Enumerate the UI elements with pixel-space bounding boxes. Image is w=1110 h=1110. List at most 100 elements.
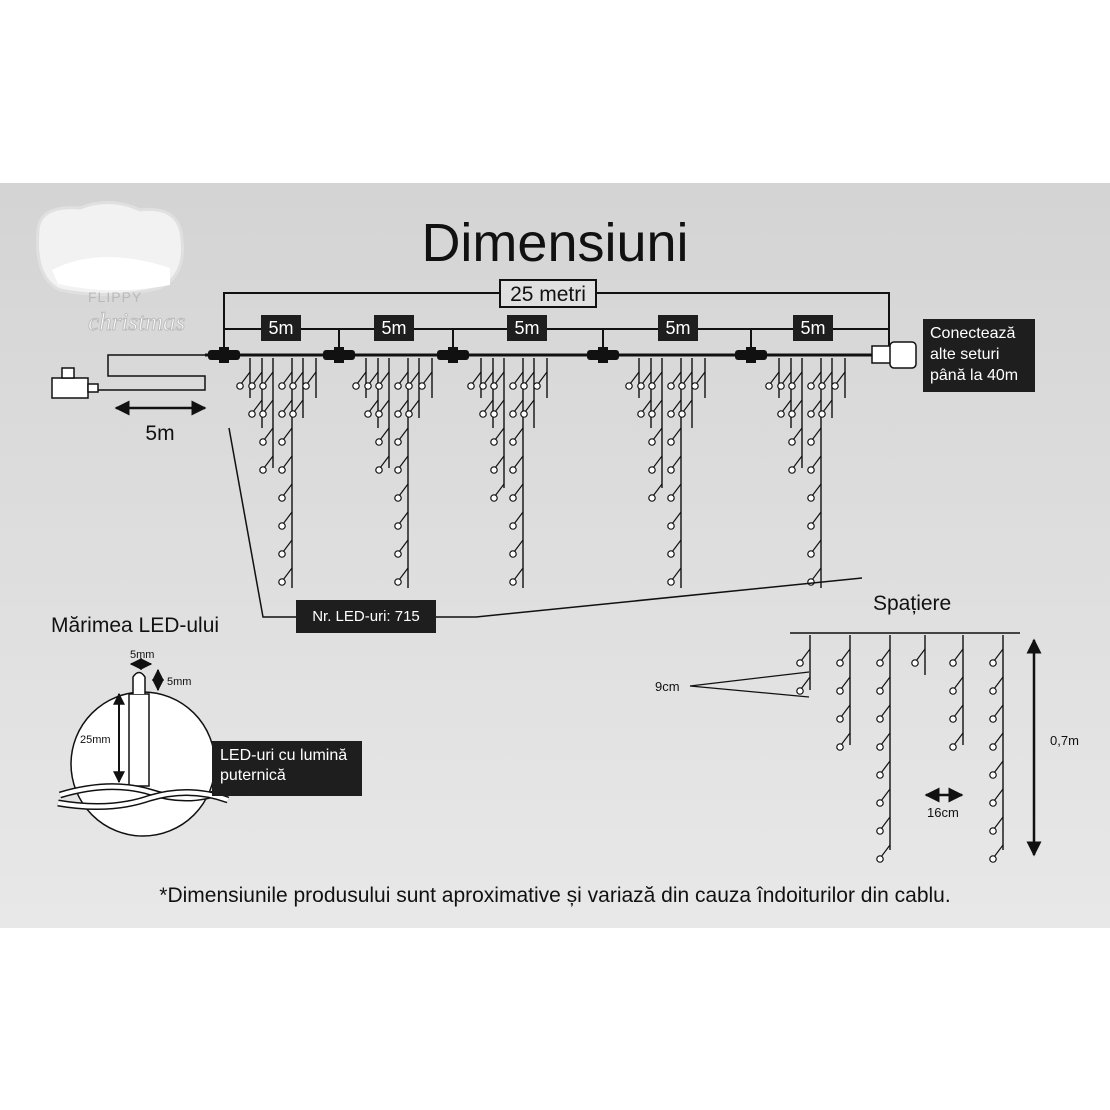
led-stem	[769, 371, 780, 385]
led-stem	[993, 732, 1004, 746]
segment-label: 5m	[381, 318, 406, 338]
connector-icon	[448, 347, 458, 363]
led-bulb-icon	[637, 382, 645, 390]
led-bulb-icon	[788, 382, 796, 390]
led-bulb-icon	[777, 382, 785, 390]
segment-label: 5m	[514, 318, 539, 338]
led-stem	[880, 648, 891, 662]
led-stem	[252, 399, 263, 413]
segment-label: 5m	[665, 318, 690, 338]
connector-icon	[334, 347, 344, 363]
led-stem	[409, 371, 420, 385]
led-bulb-icon	[259, 438, 267, 446]
led-stem	[513, 511, 524, 525]
led-stem	[953, 732, 964, 746]
led-bulb-icon	[394, 522, 402, 530]
led-stem	[880, 788, 891, 802]
power-adapter-icon	[51, 377, 89, 399]
led-bulb-icon	[509, 438, 517, 446]
led-bulb-icon	[989, 827, 997, 835]
led-stem	[792, 399, 803, 413]
led-stem	[671, 427, 682, 441]
led-stem	[880, 704, 891, 718]
led-stem	[494, 399, 505, 413]
led-bulb-icon	[302, 382, 310, 390]
led-stem	[652, 399, 663, 413]
led-bulb-icon	[949, 659, 957, 667]
led-bulb-icon	[352, 382, 360, 390]
led-stem	[993, 844, 1004, 858]
led-stem	[840, 676, 851, 690]
segment-label: 5m	[800, 318, 825, 338]
led-bulb-icon	[259, 382, 267, 390]
total-length-bracket: 25 metri	[223, 279, 890, 358]
led-bulb-icon	[364, 382, 372, 390]
footnote: *Dimensiunile produsului sunt aproximati…	[159, 884, 951, 907]
brand-line2: christmas	[88, 309, 185, 336]
led-stem	[695, 371, 706, 385]
led-stem	[513, 427, 524, 441]
connector-icon	[219, 347, 229, 363]
led-bulb-icon	[394, 410, 402, 418]
led-bulb-icon	[259, 466, 267, 474]
led-bulb-icon	[876, 743, 884, 751]
led-stem	[993, 760, 1004, 774]
led-bulb-icon	[807, 438, 815, 446]
led-bulb-icon	[278, 550, 286, 558]
led-stem	[282, 455, 293, 469]
led-stem	[993, 704, 1004, 718]
led-bulb-icon	[648, 410, 656, 418]
led-stem	[953, 648, 964, 662]
led-width-label: 5mm	[130, 649, 154, 661]
bright-led-box: LED-uri cu lumină puternică	[212, 741, 362, 796]
led-bulb-icon	[949, 743, 957, 751]
led-bulb-icon	[989, 687, 997, 695]
led-count-box: Nr. LED-uri: 715	[296, 600, 436, 633]
led-bulb-icon	[989, 715, 997, 723]
led-stem	[483, 399, 494, 413]
connect-line-3: până la 40m	[930, 367, 1019, 384]
led-stem	[840, 732, 851, 746]
led-bulb-icon	[876, 855, 884, 863]
led-bulb-icon	[876, 827, 884, 835]
led-stem	[781, 399, 792, 413]
led-cap-label: 5mm	[167, 676, 191, 688]
led-stem	[840, 704, 851, 718]
spacing-horizontal-label: 16cm	[927, 805, 959, 820]
led-bulb-icon	[405, 410, 413, 418]
led-bulb-icon	[248, 382, 256, 390]
led-stem	[671, 399, 682, 413]
led-stem	[471, 371, 482, 385]
led-stem	[494, 483, 505, 497]
led-stem	[629, 371, 640, 385]
led-stem	[781, 371, 792, 385]
spacing-heading: Spațiere	[873, 592, 952, 615]
led-bulb-icon	[836, 743, 844, 751]
led-stem	[282, 567, 293, 581]
led-stem	[953, 704, 964, 718]
led-stem	[880, 760, 891, 774]
led-bulb-icon	[278, 382, 286, 390]
led-bulb-icon	[520, 410, 528, 418]
led-stem	[483, 371, 494, 385]
led-stem	[513, 539, 524, 553]
led-bulb-icon	[375, 410, 383, 418]
led-bulb-icon	[509, 410, 517, 418]
led-stem	[398, 511, 409, 525]
led-bulb-icon	[989, 659, 997, 667]
segment-label-box	[374, 315, 414, 341]
led-stem	[641, 399, 652, 413]
led-stem	[306, 371, 317, 385]
led-stem	[513, 455, 524, 469]
total-length-label: 25 metri	[510, 283, 586, 306]
led-stem	[282, 399, 293, 413]
led-stem	[398, 483, 409, 497]
led-stem	[398, 567, 409, 581]
led-stem	[880, 816, 891, 830]
led-bulb-icon	[236, 382, 244, 390]
led-stem	[993, 676, 1004, 690]
led-stem	[671, 483, 682, 497]
led-stem	[811, 483, 822, 497]
led-stem	[671, 511, 682, 525]
led-stem	[811, 427, 822, 441]
